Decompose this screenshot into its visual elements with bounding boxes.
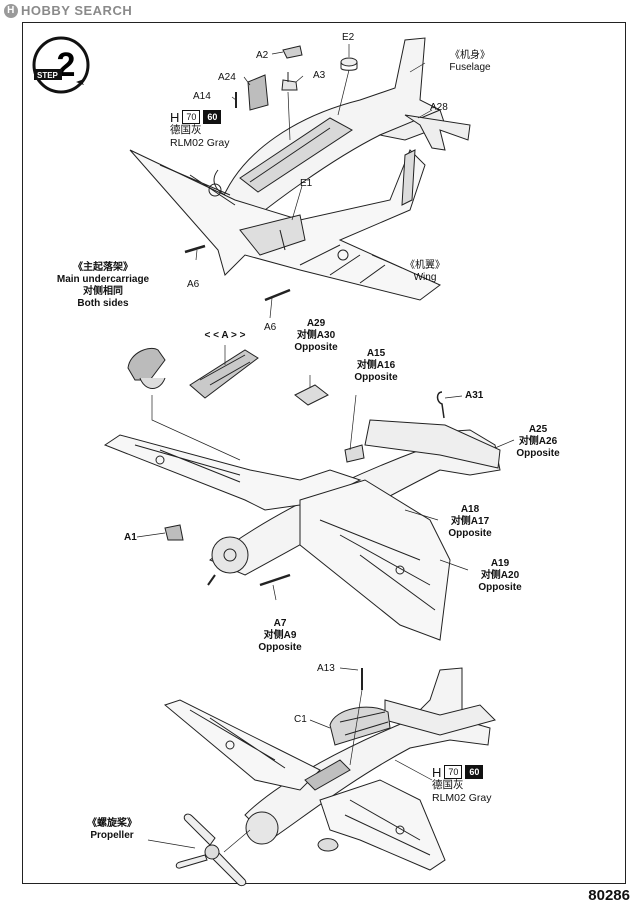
watermark-text: HOBBY SEARCH bbox=[21, 3, 133, 18]
bottom-wing-drawing bbox=[163, 699, 446, 871]
paint-code-a: 70 bbox=[182, 110, 201, 124]
part-label-a6-right: A6 bbox=[264, 322, 277, 333]
fuselage-label-cn: 《机身》 bbox=[449, 50, 490, 61]
part-label-a15-opposite-cn: 对侧A16 bbox=[356, 360, 396, 371]
top-fuselage-drawing bbox=[213, 37, 446, 231]
part-label-a25-opposite-en: Opposite bbox=[516, 448, 560, 459]
part-label-a19-group: A19 对侧A20 Opposite bbox=[478, 558, 521, 594]
paint-prefix: H bbox=[432, 764, 442, 780]
step-label-bg bbox=[34, 69, 62, 80]
part-label-a29-opposite-cn: 对侧A30 bbox=[296, 330, 336, 341]
propeller-label-en: Propeller bbox=[90, 830, 134, 841]
part-label-a18-opposite-cn: 对侧A17 bbox=[450, 516, 490, 527]
part-label-a15-opposite-en: Opposite bbox=[354, 372, 398, 383]
paint-code-b: 60 bbox=[465, 765, 484, 779]
main-uc-label-en: Main undercarriage bbox=[56, 274, 150, 285]
part-label-a14: A14 bbox=[193, 91, 211, 102]
wing-label-en: Wing bbox=[413, 272, 437, 283]
detail-a-label: < < A > > bbox=[204, 330, 246, 341]
hobby-search-logo-icon: H bbox=[4, 3, 18, 18]
bottom-leader-lines bbox=[147, 667, 433, 853]
part-label-a13: A13 bbox=[317, 663, 335, 674]
middle-small-parts bbox=[164, 384, 445, 587]
part-label-a15: A15 bbox=[366, 348, 386, 359]
fuselage-callout: 《机身》 Fuselage bbox=[449, 50, 490, 74]
watermark: H HOBBY SEARCH bbox=[4, 3, 132, 18]
part-label-a25-group: A25 对侧A26 Opposite bbox=[516, 424, 559, 460]
fuselage-label-en: Fuselage bbox=[449, 62, 491, 73]
main-undercarriage-callout: 《主起落架》 Main undercarriage 对侧相同 Both side… bbox=[57, 262, 149, 310]
paint-spec-top: H 70 60 德国灰 RLM02 Gray bbox=[170, 110, 230, 150]
part-label-a18-opposite-en: Opposite bbox=[448, 528, 492, 539]
part-label-a29-opposite-en: Opposite bbox=[294, 342, 338, 353]
part-label-a25: A25 bbox=[528, 424, 548, 435]
paint-prefix: H bbox=[170, 109, 180, 125]
propeller-part bbox=[175, 813, 247, 887]
top-small-parts bbox=[184, 45, 358, 302]
main-uc-label-cn: 《主起落架》 bbox=[72, 262, 133, 273]
part-label-a1: A1 bbox=[124, 532, 137, 543]
bottom-small-parts bbox=[317, 668, 363, 852]
part-label-a2: A2 bbox=[256, 50, 269, 61]
top-leader-lines bbox=[195, 44, 433, 319]
part-label-a25-opposite-cn: 对侧A26 bbox=[518, 436, 558, 447]
both-sides-label-en: Both sides bbox=[77, 298, 129, 309]
paint-name-cn: 德国灰 bbox=[432, 779, 464, 791]
both-sides-label-cn: 对侧相同 bbox=[82, 286, 123, 297]
part-label-a19-opposite-cn: 对侧A20 bbox=[480, 570, 520, 581]
part-label-a6-left: A6 bbox=[187, 279, 200, 290]
part-label-a7: A7 bbox=[273, 618, 287, 629]
bottom-cockpit-canopy-installed bbox=[304, 759, 351, 791]
part-label-a18-group: A18 对侧A17 Opposite bbox=[448, 504, 491, 540]
part-number: 80286 bbox=[588, 887, 630, 904]
paint-name-en: RLM02 Gray bbox=[170, 137, 230, 149]
plane-arrow-icon bbox=[76, 79, 84, 85]
step-badge: 2 STEP bbox=[32, 36, 90, 94]
middle-main-undercarriage-part bbox=[127, 347, 166, 389]
part-label-a24: A24 bbox=[218, 72, 236, 83]
paint-name-en: RLM02 Gray bbox=[432, 792, 492, 804]
part-label-a7-opposite-en: Opposite bbox=[258, 642, 302, 653]
middle-wing-drawing bbox=[103, 434, 451, 641]
top-wing-drawing bbox=[129, 149, 441, 301]
part-label-a3: A3 bbox=[313, 70, 326, 81]
wing-label-cn: 《机翼》 bbox=[405, 260, 445, 271]
step-label: STEP bbox=[37, 71, 59, 80]
part-label-a15-group: A15 对侧A16 Opposite bbox=[354, 348, 397, 384]
part-label-a7-opposite-cn: 对侧A9 bbox=[263, 630, 297, 641]
part-label-a19: A19 bbox=[490, 558, 510, 569]
part-label-e2: E2 bbox=[342, 32, 355, 43]
instruction-frame bbox=[22, 22, 626, 884]
part-label-e1: E1 bbox=[300, 178, 313, 189]
paint-name-cn: 德国灰 bbox=[170, 124, 202, 136]
middle-detail-a-part bbox=[189, 349, 259, 399]
part-label-a28: A28 bbox=[430, 102, 448, 113]
part-label-c1: C1 bbox=[294, 714, 307, 725]
part-label-a18: A18 bbox=[460, 504, 480, 515]
bottom-canopy-part bbox=[329, 706, 391, 746]
part-label-a29: A29 bbox=[306, 318, 326, 329]
middle-leader-lines bbox=[136, 345, 515, 601]
paint-spec-bottom: H 70 60 德国灰 RLM02 Gray bbox=[432, 765, 492, 805]
part-label-a31: A31 bbox=[465, 390, 484, 401]
top-stabilizer-drawing bbox=[404, 114, 471, 151]
part-label-a7-group: A7 对侧A9 Opposite bbox=[258, 618, 301, 654]
part-label-a19-opposite-en: Opposite bbox=[478, 582, 522, 593]
part-label-a29-group: A29 对侧A30 Opposite bbox=[294, 318, 337, 354]
paint-code-b: 60 bbox=[203, 110, 222, 124]
wing-callout: 《机翼》 Wing bbox=[405, 260, 445, 284]
paint-code-a: 70 bbox=[444, 765, 463, 779]
propeller-callout: 《螺旋桨》 Propeller bbox=[87, 818, 137, 842]
propeller-label-cn: 《螺旋桨》 bbox=[87, 818, 137, 829]
